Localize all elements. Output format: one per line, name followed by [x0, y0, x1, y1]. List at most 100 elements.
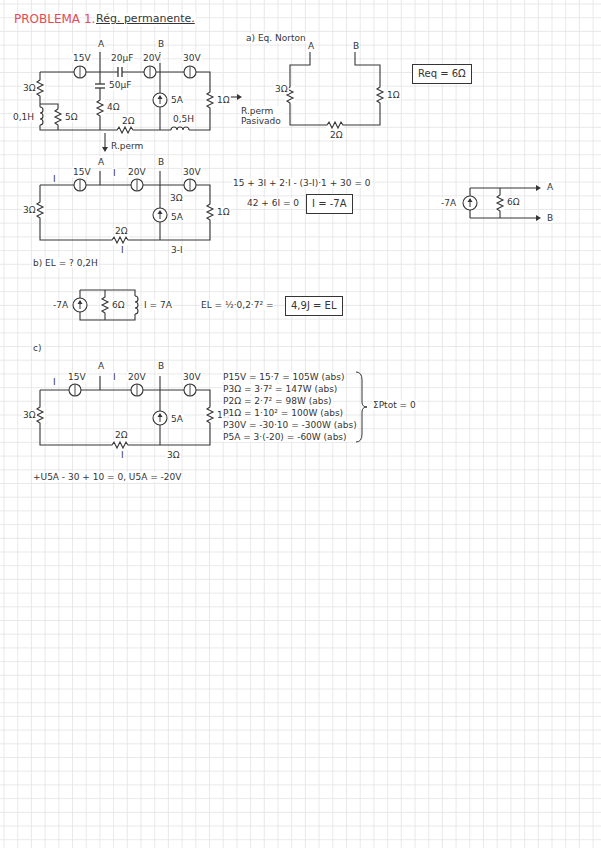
- handwritten-note: 5A: [170, 95, 184, 105]
- handwritten-note: P2Ω = 2·7² = 98W (abs): [222, 396, 333, 406]
- wire: [40, 185, 210, 240]
- handwritten-note: 1Ω: [216, 95, 231, 105]
- handwritten-note: I: [120, 450, 125, 460]
- wire-gap: [205, 406, 215, 424]
- grid-line: [0, 784, 601, 785]
- arrow-head: [158, 95, 163, 99]
- grid-line: [0, 45, 601, 46]
- voltage-source-symbol: [131, 179, 143, 191]
- capacitor-plate: [95, 87, 105, 88]
- handwritten-note: 15V: [72, 167, 92, 177]
- handwritten-note: I = 7A: [143, 300, 173, 310]
- wire: [40, 72, 210, 130]
- handwritten-note: 2Ω: [114, 430, 129, 440]
- resistor-symbol: [326, 122, 344, 128]
- resistor-symbol: [116, 127, 134, 133]
- handwritten-note: 15V: [67, 372, 87, 382]
- wire: [470, 217, 536, 218]
- inductor-symbol: [171, 127, 189, 130]
- current-source-symbol: [463, 196, 477, 210]
- handwritten-note: 1Ω: [216, 207, 231, 217]
- arrow-head: [78, 300, 83, 304]
- result-text: Req = 6Ω: [418, 68, 466, 80]
- handwritten-note: 42 + 6I = 0: [246, 198, 300, 208]
- brace: [356, 372, 367, 442]
- handwritten-note: 50μF: [108, 80, 132, 90]
- grid-line: [0, 771, 601, 772]
- grid-line: [0, 497, 601, 498]
- grid-line: [0, 360, 601, 361]
- grid-line: [0, 483, 601, 484]
- grid-line: [0, 661, 601, 662]
- wire: [80, 290, 135, 320]
- handwritten-note: B: [157, 157, 165, 167]
- voltage-source-bar: [150, 66, 151, 78]
- voltage-source-bar: [190, 384, 191, 396]
- voltage-source-bar: [80, 66, 81, 78]
- handwritten-note: 3Ω: [274, 84, 289, 94]
- voltage-source-bar: [75, 384, 76, 396]
- handwritten-note: 30V: [182, 167, 202, 177]
- handwritten-note: a) Eq. Norton: [245, 33, 307, 43]
- wire-gap: [95, 99, 105, 117]
- handwritten-note: 5A: [170, 414, 184, 424]
- resistor-symbol: [55, 108, 61, 126]
- handwritten-note: 2Ω: [329, 130, 344, 140]
- grid-line: [0, 332, 601, 333]
- resistor-symbol: [377, 86, 383, 104]
- handwritten-note: B: [352, 41, 360, 51]
- voltage-source-symbol: [184, 384, 196, 396]
- handwritten-note: 15 + 3I + 2·I - (3-I)·1 + 30 = 0: [232, 178, 372, 188]
- result-text: 4,9J = EL: [291, 300, 336, 312]
- handwritten-note: 1Ω: [386, 90, 401, 100]
- handwritten-note: B: [157, 361, 165, 371]
- grid-line: [99, 0, 100, 848]
- grid-line: [0, 127, 601, 128]
- handwritten-note: 3Ω: [166, 450, 181, 460]
- grid-line: [0, 250, 601, 251]
- grid-line: [0, 86, 601, 87]
- arrow-head: [102, 147, 108, 152]
- handwritten-note: 3-I: [170, 245, 184, 255]
- wire-gap: [116, 125, 134, 135]
- grid-line: [0, 154, 601, 155]
- handwritten-note: 3Ω: [169, 193, 184, 203]
- arrow-head: [468, 198, 473, 202]
- handwritten-note: 20μF: [110, 53, 134, 63]
- wire: [159, 376, 160, 390]
- handwritten-note: -7A: [52, 300, 69, 310]
- resistor-symbol: [497, 194, 503, 212]
- arrow-head: [536, 215, 541, 221]
- grid-line: [0, 839, 601, 840]
- handwritten-note: P30V = -30·10 = -300W (abs): [222, 420, 358, 430]
- voltage-source-symbol: [131, 384, 143, 396]
- grid-line: [0, 510, 601, 511]
- wire: [40, 390, 210, 445]
- grid-line: [0, 716, 601, 717]
- handwritten-note: 6Ω: [111, 300, 126, 310]
- handwritten-note: A: [97, 39, 105, 49]
- handwritten-note: P5A = 3·(-20) = -60W (abs): [222, 432, 348, 442]
- arrow-head: [158, 413, 163, 417]
- capacitor-plate: [95, 83, 105, 84]
- handwritten-note: 15V: [72, 53, 92, 63]
- wire: [159, 171, 160, 185]
- voltage-source-symbol: [184, 66, 196, 78]
- voltage-source-symbol: [74, 179, 86, 191]
- resistor-symbol: [207, 203, 213, 221]
- grid-line: [0, 743, 601, 744]
- handwritten-note: 3Ω: [22, 205, 37, 215]
- handwritten-note: A: [546, 182, 554, 192]
- wire-gap: [205, 203, 215, 221]
- wire-gap: [94, 84, 106, 88]
- grid-line: [0, 113, 601, 114]
- grid-line: [0, 689, 601, 690]
- resistor-symbol: [97, 99, 103, 117]
- handwritten-note: A: [307, 41, 315, 51]
- resistor-symbol: [207, 91, 213, 109]
- handwritten-note: c): [32, 343, 42, 353]
- grid-line: [0, 730, 601, 731]
- handwritten-note: 6Ω: [506, 197, 521, 207]
- wire: [99, 52, 100, 72]
